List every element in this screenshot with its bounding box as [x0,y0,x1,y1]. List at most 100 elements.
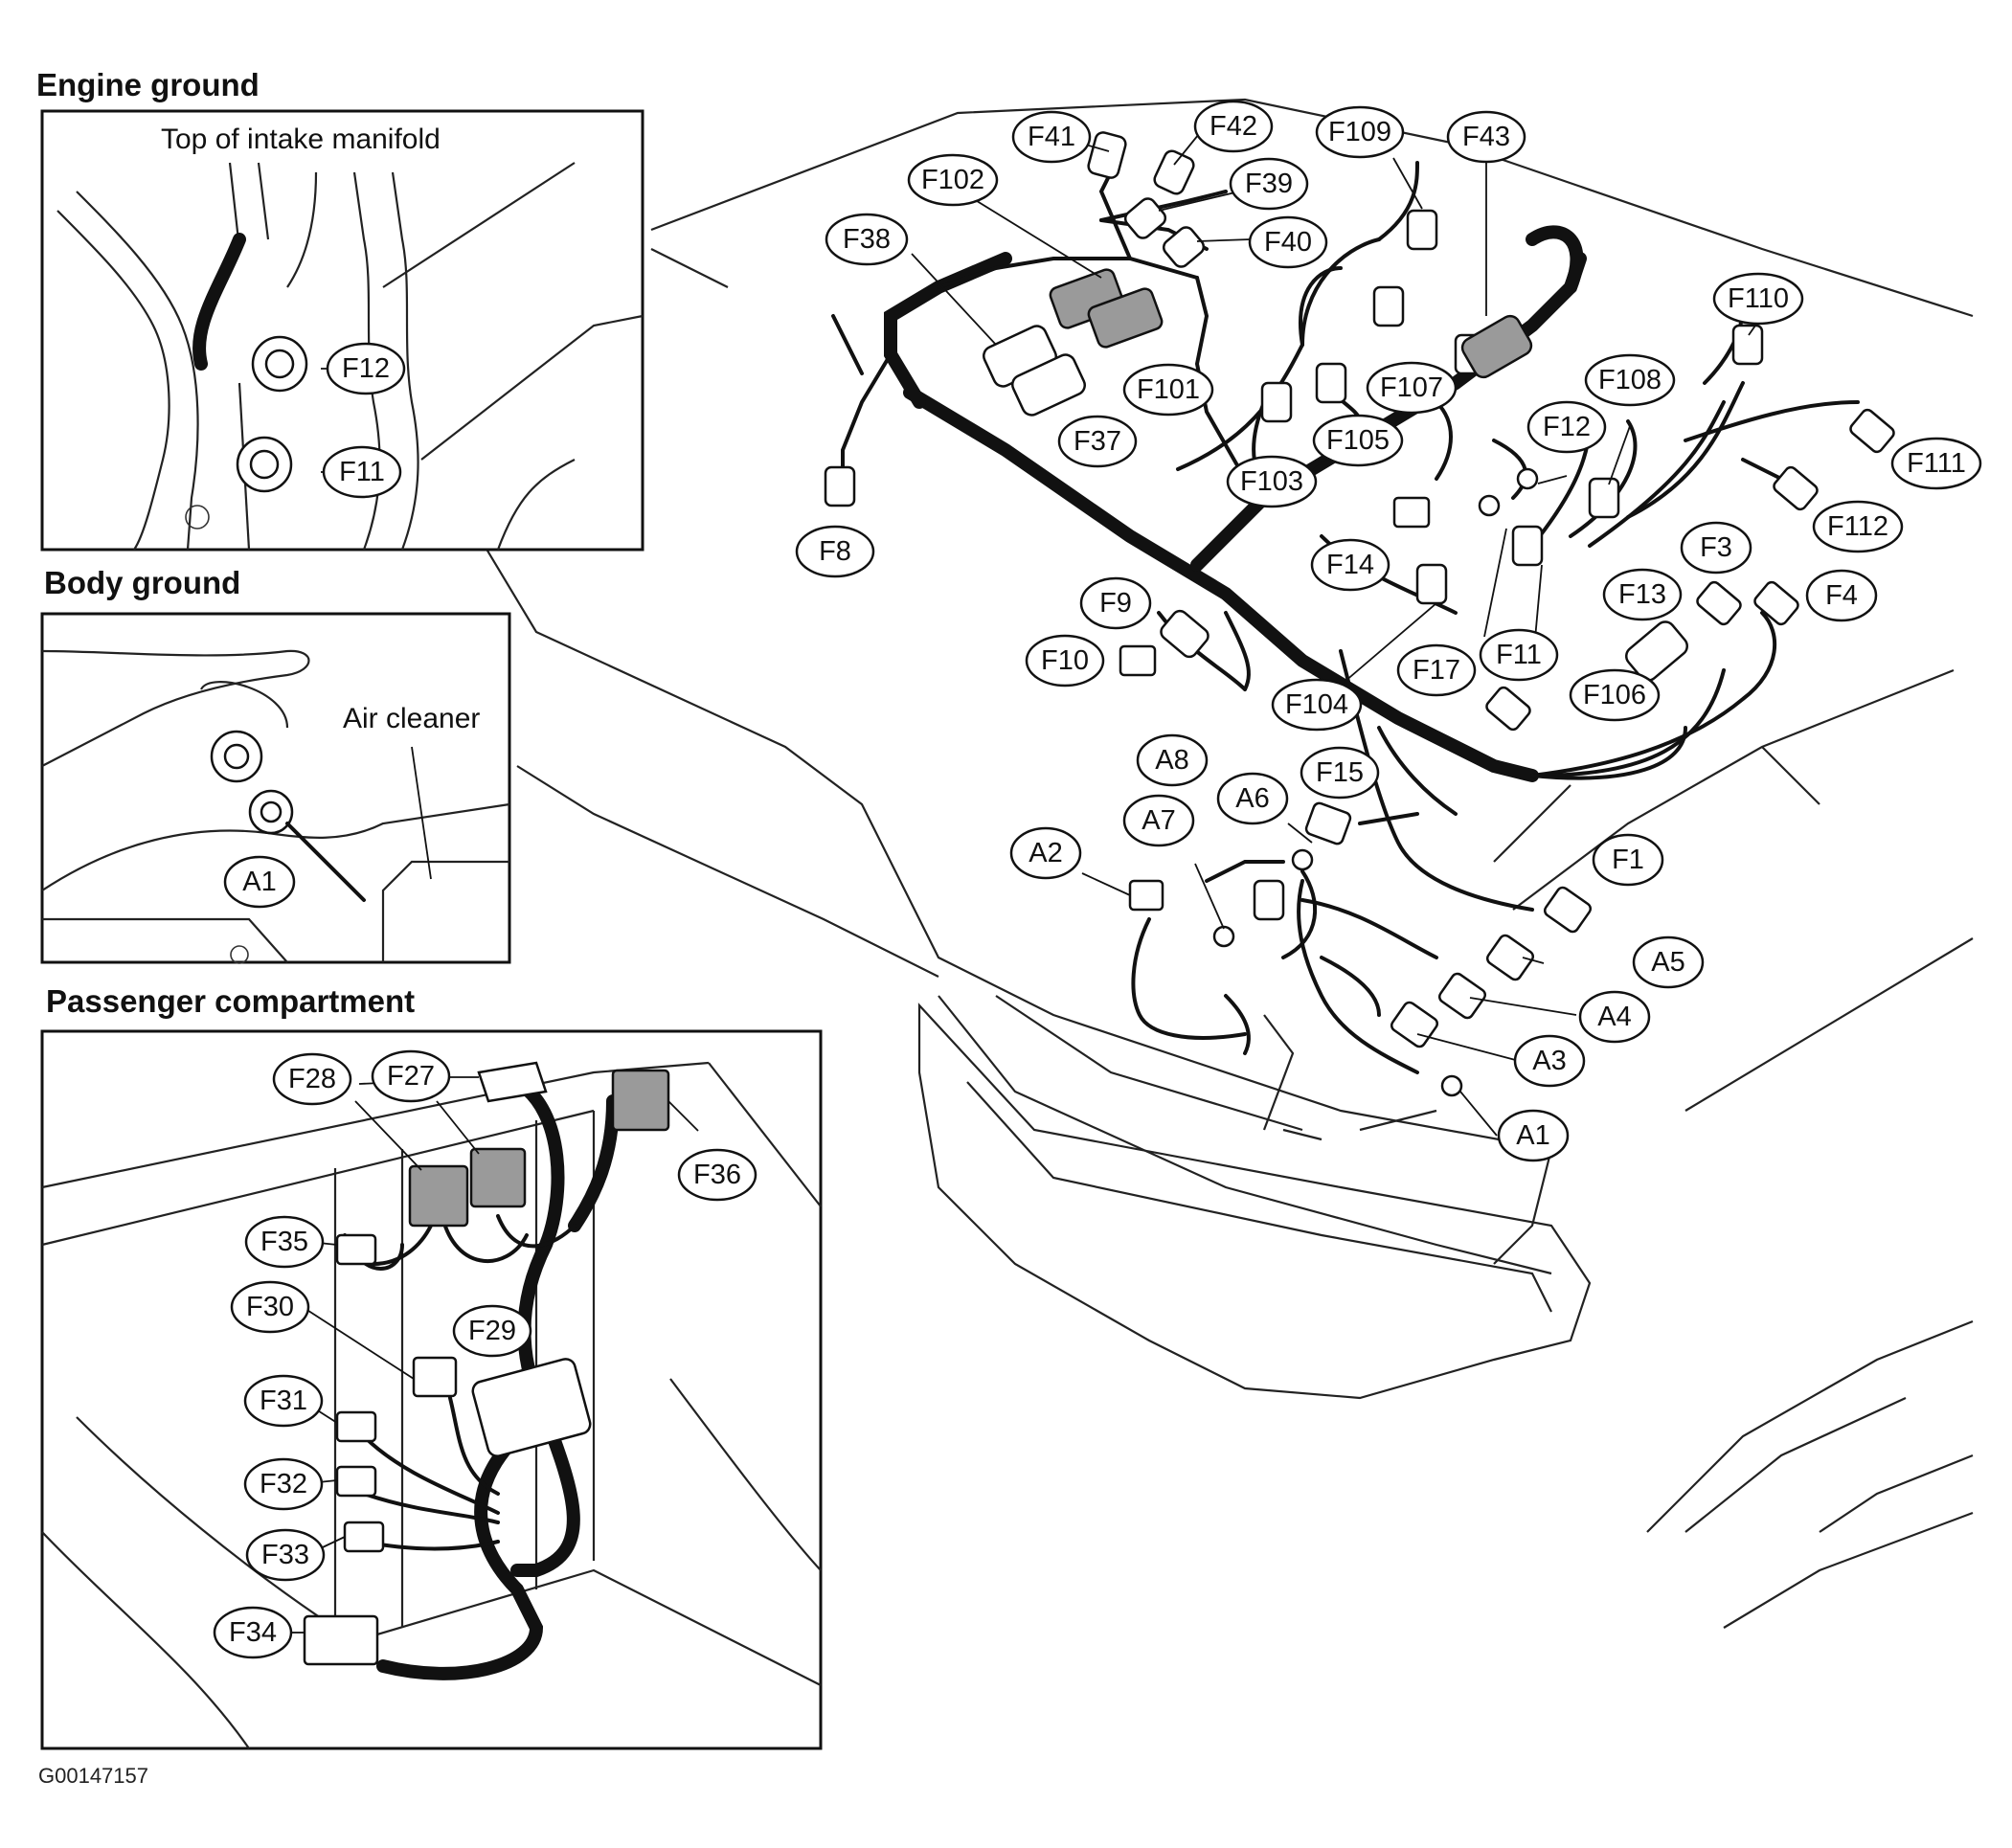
figure-id: G00147157 [38,1764,148,1788]
callout-F8: F8 [795,525,875,578]
callout-F12-main: F12 [1526,400,1607,454]
svg-text:F110: F110 [1728,283,1789,314]
callout-A2: A2 [1009,826,1082,880]
svg-text:F28: F28 [288,1064,336,1094]
svg-text:F38: F38 [843,224,891,255]
passenger-compartment-inset: Passenger compartment [40,983,823,1750]
callout-F11-engine-ground: F11 [322,445,402,499]
svg-text:F111: F111 [1907,448,1966,479]
callout-F37: F37 [1057,415,1138,468]
svg-text:F104: F104 [1285,689,1348,720]
svg-text:F4: F4 [1825,580,1858,611]
callout-F101: F101 [1122,363,1214,417]
svg-text:A4: A4 [1597,1002,1631,1032]
engine-bay-outline [478,98,1974,1629]
svg-text:F103: F103 [1240,466,1303,497]
callout-F107: F107 [1366,361,1458,415]
svg-text:A1: A1 [242,867,276,897]
callout-F13: F13 [1602,568,1683,621]
svg-text:F35: F35 [260,1227,308,1257]
svg-text:F12: F12 [342,353,390,384]
svg-text:F30: F30 [246,1292,294,1322]
callout-F36: F36 [677,1148,757,1202]
callout-F33: F33 [245,1528,326,1582]
callout-F42: F42 [1193,100,1274,153]
svg-text:A7: A7 [1142,805,1175,836]
svg-text:A3: A3 [1532,1046,1566,1076]
svg-text:F43: F43 [1462,122,1510,152]
callout-A1-body-ground: A1 [223,855,296,909]
callout-F28: F28 [272,1052,352,1106]
svg-text:F101: F101 [1137,374,1200,405]
svg-text:A5: A5 [1651,947,1684,978]
svg-text:F13: F13 [1618,579,1666,610]
svg-text:F107: F107 [1380,372,1443,403]
engine-ground-inset: Engine ground Top of intake manifold F12… [36,67,644,552]
callout-F40: F40 [1248,215,1328,269]
svg-text:F41: F41 [1028,122,1075,152]
callout-F11-main: F11 [1479,628,1559,682]
callout-A5: A5 [1632,935,1705,989]
svg-text:F15: F15 [1316,757,1364,788]
callout-A7: A7 [1122,794,1195,847]
svg-text:F39: F39 [1245,169,1293,199]
callout-F106: F106 [1569,668,1661,722]
svg-text:F109: F109 [1328,117,1391,147]
main-connectors [824,131,1895,1097]
svg-text:F12: F12 [1543,412,1591,442]
callout-F111: F111 [1890,437,1982,490]
body-ground-inset: Body ground Air cleaner A1 [40,565,511,964]
svg-text:F42: F42 [1209,111,1257,142]
callout-F102: F102 [907,153,999,207]
svg-text:A8: A8 [1155,745,1188,776]
svg-text:F3: F3 [1700,532,1732,563]
svg-text:F106: F106 [1583,680,1646,710]
svg-text:F31: F31 [260,1386,307,1416]
callout-F41: F41 [1011,110,1092,164]
callout-F9: F9 [1079,576,1152,630]
svg-text:F14: F14 [1326,550,1374,580]
svg-text:F37: F37 [1074,426,1121,457]
callout-A4: A4 [1578,990,1651,1044]
callout-F29: F29 [452,1304,532,1358]
svg-text:F10: F10 [1041,645,1089,676]
callout-F39: F39 [1229,157,1309,211]
engine-ground-subtitle: Top of intake manifold [161,124,441,155]
callout-F35: F35 [244,1215,325,1269]
callout-F12-engine-ground: F12 [326,342,406,395]
callout-F103: F103 [1226,455,1318,508]
callout-F112: F112 [1812,500,1904,553]
callout-A8: A8 [1136,733,1209,787]
svg-text:F29: F29 [468,1316,516,1346]
main-callouts: F41 F42 F109 F43 F102 F39 F38 F40 F110 F… [795,100,1982,1162]
svg-text:F105: F105 [1326,425,1390,456]
callout-F27: F27 [371,1049,451,1103]
callout-F109: F109 [1315,105,1405,159]
body-ground-title: Body ground [44,565,240,600]
svg-text:F33: F33 [261,1540,309,1570]
callout-F4: F4 [1805,569,1878,622]
body-ground-subtitle: Air cleaner [343,703,480,734]
callout-F1: F1 [1592,833,1664,887]
callout-F38: F38 [825,213,909,266]
svg-text:F34: F34 [229,1617,277,1648]
svg-text:F40: F40 [1264,227,1312,258]
svg-text:F8: F8 [819,536,851,567]
main-leader-lines [911,128,1756,1137]
callout-F32: F32 [243,1457,324,1511]
callout-F3: F3 [1680,521,1752,575]
engine-ground-title: Engine ground [36,67,260,102]
svg-text:A6: A6 [1235,783,1269,814]
callout-F31: F31 [243,1374,324,1428]
callout-F10: F10 [1025,634,1105,687]
callout-F34: F34 [213,1606,293,1659]
svg-text:A1: A1 [1516,1120,1549,1151]
callout-F17: F17 [1396,643,1477,697]
svg-text:F9: F9 [1099,588,1132,619]
svg-text:F36: F36 [693,1160,741,1190]
callout-F30: F30 [230,1280,310,1334]
svg-text:F11: F11 [339,457,385,487]
passenger-compartment-title: Passenger compartment [46,983,415,1019]
svg-text:F1: F1 [1612,845,1644,875]
